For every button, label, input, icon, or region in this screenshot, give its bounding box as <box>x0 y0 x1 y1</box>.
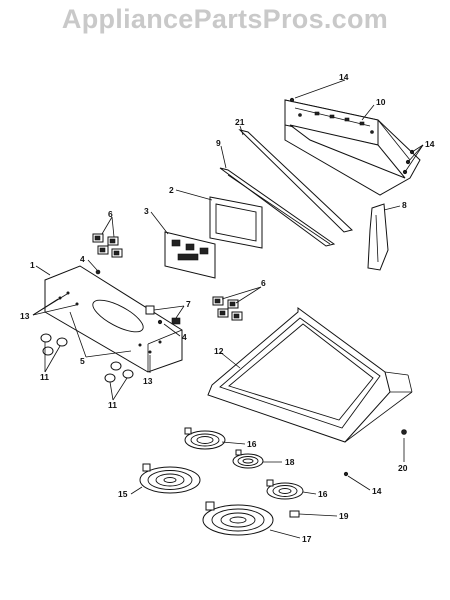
callout-13: 13 <box>143 376 153 386</box>
callout-1: 1 <box>30 260 35 270</box>
callout-12: 12 <box>214 346 224 356</box>
callout-16: 16 <box>318 489 328 499</box>
surface-element-part <box>139 427 304 536</box>
callout-11: 11 <box>40 372 49 382</box>
callout-labels: 14 10 14 21 9 2 8 3 6 4 1 6 7 4 13 5 13 … <box>20 72 435 544</box>
callout-13: 13 <box>20 311 30 321</box>
callout-5: 5 <box>80 356 85 366</box>
callout-16: 16 <box>247 439 257 449</box>
callout-20: 20 <box>398 463 408 473</box>
display-window-part <box>209 196 263 249</box>
callout-6: 6 <box>108 209 113 219</box>
callout-6: 6 <box>261 278 266 288</box>
callout-14: 14 <box>425 139 435 149</box>
callout-4: 4 <box>182 332 187 342</box>
control-housing-part <box>284 99 421 196</box>
watermark: AppliancePartsPros.com <box>61 4 389 34</box>
callout-14: 14 <box>339 72 349 82</box>
switch-part <box>92 233 123 258</box>
callout-15: 15 <box>118 489 128 499</box>
leader-lines <box>32 79 424 539</box>
callout-3: 3 <box>144 206 149 216</box>
callout-14: 14 <box>372 486 382 496</box>
cooktop-part <box>207 307 413 443</box>
callout-18: 18 <box>285 457 295 467</box>
knob-part <box>40 333 134 383</box>
callout-7: 7 <box>186 299 191 309</box>
callout-17: 17 <box>302 534 312 544</box>
callout-19: 19 <box>339 511 349 521</box>
control-board-part <box>164 231 216 279</box>
callout-11: 11 <box>108 400 117 410</box>
element-clip-part <box>289 510 300 518</box>
callout-2: 2 <box>169 185 174 195</box>
callout-10: 10 <box>376 97 386 107</box>
bracket-part <box>367 203 389 271</box>
callout-9: 9 <box>216 138 221 148</box>
callout-8: 8 <box>402 200 407 210</box>
control-panel-part <box>44 265 183 373</box>
callout-4: 4 <box>80 254 85 264</box>
trim-strip-part <box>219 129 354 247</box>
switch-part <box>212 296 243 321</box>
callout-21: 21 <box>235 117 245 127</box>
